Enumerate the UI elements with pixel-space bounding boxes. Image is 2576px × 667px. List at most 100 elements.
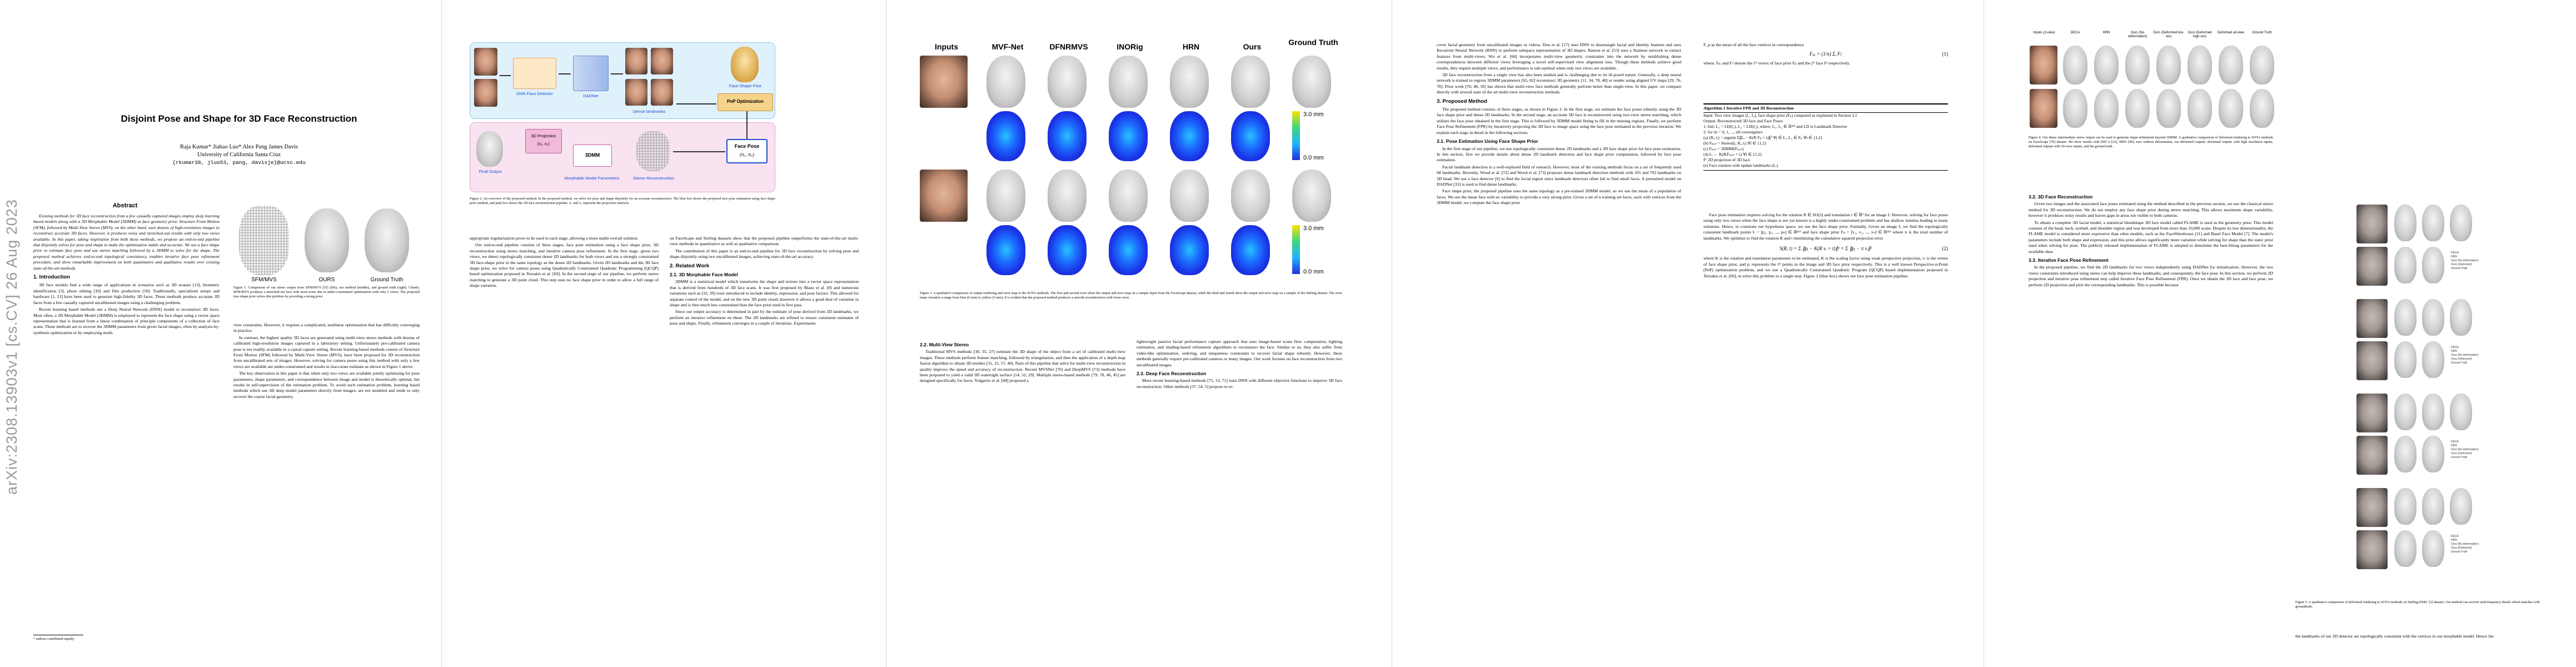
body-paragraph: To obtain a complete 3D facial model, a … <box>2029 220 2273 254</box>
input-photo <box>2356 488 2388 527</box>
reconstruction-render <box>2394 488 2416 525</box>
fig4-caption: Figure 4. Our dense intermediate stereo … <box>2029 136 2273 149</box>
colorbar <box>1292 225 1300 274</box>
arrow <box>500 75 511 76</box>
reconstruction-render <box>1292 56 1331 108</box>
reconstruction-render <box>2188 89 2212 128</box>
algo-input: Input: Two view images (I₁, I₂), face sh… <box>1703 113 1857 118</box>
reconstruction-render <box>2422 247 2444 283</box>
body-paragraph: In contrast, the highest quality 3D face… <box>233 335 420 369</box>
fig5-legend-item: Ours (No deformation) <box>2451 448 2479 451</box>
arrow <box>676 103 716 104</box>
reconstruction-render <box>2422 205 2444 241</box>
body-paragraph: In the proposed pipeline, we find the 2D… <box>2029 265 2273 287</box>
dnn-detector-box <box>513 58 556 89</box>
reconstruction-render <box>1292 170 1331 222</box>
algo-step: (b) Fₚᵤₙ = Stereo(Iᵢ, Rᵢ, tᵢ) ∀i ∈ {1,2} <box>1703 141 1767 146</box>
fig5-caption: Figure 5. A qualitative comparison of de… <box>2295 600 2540 609</box>
author-names: Raja Kumar* Jiahao Luo* Alex Pang James … <box>180 144 298 150</box>
reconstruction-render <box>2422 530 2444 567</box>
body-paragraph: The proposed method consists of three st… <box>1437 107 1681 135</box>
right-column: view constraints. However, it requires a… <box>233 322 420 401</box>
error-map <box>1109 111 1148 161</box>
fig1-ours-mesh <box>305 208 349 272</box>
error-map <box>1231 111 1270 161</box>
section-heading: 2. Related Work <box>670 262 710 269</box>
body-paragraph: In the first stage of our pipeline, we u… <box>1437 146 1681 163</box>
affiliation: University of California Santa Cruz <box>197 152 281 158</box>
left-column: 3.2. 3D Face Reconstruction Given two im… <box>2029 191 2273 289</box>
colorbar-label: 3.0 mm <box>1303 225 1324 232</box>
body-paragraph: More recent learning-based methods [75, … <box>1137 378 1342 389</box>
body-paragraph: Face shape prior, the proposed pipeline … <box>1437 188 1681 206</box>
reconstruction-render <box>1048 56 1087 108</box>
landmark-photo <box>625 48 647 74</box>
colorbar-label: 0.0 mm <box>1303 268 1324 275</box>
fig5-legend-item: Ground Truth <box>2451 361 2468 365</box>
intro-paragraph: Recent learning based methods use a Deep… <box>33 307 220 335</box>
fig5-legend-item: Ground Truth <box>2451 456 2468 459</box>
algo-bottom-rule <box>1703 170 1948 171</box>
reconstruction-render <box>2063 89 2087 128</box>
dadnet-label: DADNet <box>583 93 599 98</box>
intro-paragraph: 3D face models find a wide range of appl… <box>33 282 220 305</box>
reconstruction-render <box>2450 488 2472 525</box>
fig5-legend-item: HRN <box>2451 539 2457 542</box>
error-map <box>1170 225 1209 275</box>
pnp-box <box>718 93 773 111</box>
fig3-column-header: DFNRMVS <box>1049 42 1088 51</box>
reconstruction-render <box>2422 488 2444 525</box>
section-heading: 3. Proposed Method <box>1437 98 1487 104</box>
subsection-heading: 2.1. 3D Morphable Face Model <box>670 272 738 278</box>
arrow <box>611 73 623 74</box>
landmark-photo <box>625 79 647 106</box>
final-output-label: Final Output <box>479 169 502 174</box>
algo-step: Fʳ 2D projection of 3D face <box>1703 157 1750 162</box>
reconstruction-render <box>1109 170 1148 222</box>
algo-title: Algorithm 1 Iterative FPR and 3D Reconst… <box>1703 106 1794 111</box>
fig2-caption: Figure 2. An overview of the proposed me… <box>470 197 775 206</box>
body-paragraph: F_p as the mean of all the face vertices… <box>1703 42 1804 47</box>
body-paragraph: where K is the rotation and translation … <box>1703 256 1948 278</box>
input-photo <box>2030 89 2057 128</box>
left-column: 2.2. Multi-View Stereo Traditional MVS m… <box>920 339 1125 385</box>
fig5-legend-item: Ours (No deformation) <box>2451 259 2479 262</box>
body-paragraph: on FaceScape and Stirling datasets show … <box>670 236 859 247</box>
body-paragraph: Our end-to-end pipeline consists of thre… <box>470 242 659 288</box>
input-photo <box>2356 341 2388 380</box>
colorbar-label: 3.0 mm <box>1303 111 1324 118</box>
fig5-legend-item: DECA <box>2451 440 2459 444</box>
body-paragraph: The key observation in this paper is tha… <box>233 371 420 399</box>
intro-heading: 1. Introduction <box>33 274 70 281</box>
body-paragraph: 3D face reconstruction from a single vie… <box>1437 72 1681 95</box>
error-map <box>986 111 1025 161</box>
reconstruction-render <box>986 56 1025 108</box>
left-column: appropriate regularization prove to be u… <box>470 236 659 290</box>
subsection-heading: 3.2. 3D Face Reconstruction <box>2029 194 2093 200</box>
reconstruction-render <box>2125 89 2150 128</box>
reconstruction-render <box>1231 170 1270 222</box>
reconstruction-render <box>1231 56 1270 108</box>
input-photo <box>2356 247 2388 286</box>
reconstruction-render <box>2250 46 2274 84</box>
fig1-label: Ground Truth <box>370 277 403 283</box>
algo-step: (d) Lᵢ ← K(RᵢFₚᵤₙ + tᵢ) ∀i ∈ {1,2} <box>1703 152 1762 157</box>
face-shape-prior-mesh <box>731 47 759 82</box>
fig4-column-header: DECA <box>2070 31 2080 34</box>
algo-step: (c) Fₚᵤₙ = 3DMM(Fₚᵤₙ) <box>1703 146 1744 151</box>
algorithm-box: Algorithm 1 Iterative FPR and 3D Reconst… <box>1703 103 1948 171</box>
subsection-heading: 2.2. Multi-View Stereo <box>920 342 969 347</box>
right-column: lightweight passive facial performance c… <box>1137 339 1342 391</box>
fig4-column-header: Ours (Deformed high-res) <box>2188 31 2212 38</box>
input-photo <box>2356 394 2388 432</box>
fig5-legend-item: DECA <box>2451 251 2459 255</box>
arxiv-stamp: arXiv:2308.13903v1 [cs.CV] 26 Aug 2023 <box>3 199 20 495</box>
fig5-legend-item: Ground Truth <box>2451 550 2468 554</box>
body-paragraph: Traditional MVS methods [30, 35, 27] est… <box>920 349 1125 384</box>
fig5-legend-item: DECA <box>2451 535 2459 538</box>
dense-landmarks-label: Dense landmarks <box>632 109 666 114</box>
fig5-legend-item: HRN <box>2451 350 2457 353</box>
